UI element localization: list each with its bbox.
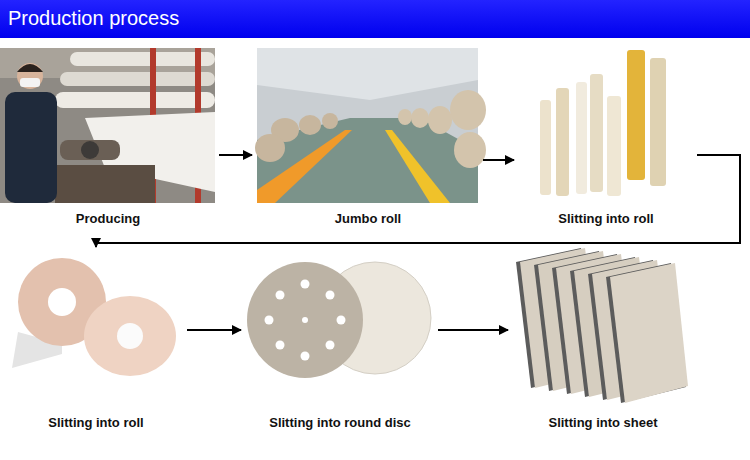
process-step: Slitting into sheet (512, 238, 694, 432)
rolls-photo (540, 50, 666, 196)
process-step: Slitting into roll (8, 250, 184, 432)
process-step: Jumbo roll (256, 46, 480, 228)
step-caption: Slitting into sheet (545, 415, 660, 432)
flow-arrow (187, 329, 241, 331)
sheets-photo (516, 248, 688, 403)
step-caption: Slitting into round disc (266, 415, 414, 432)
step-caption: Slitting into roll (555, 211, 656, 228)
flow-arrow (483, 159, 514, 161)
wide-rolls-photo (12, 258, 176, 376)
producing-photo (0, 48, 215, 203)
step-caption: Jumbo roll (332, 211, 404, 228)
process-step: Producing (0, 46, 216, 228)
warehouse-photo (255, 48, 486, 203)
process-step: Slitting into round disc (245, 250, 435, 432)
discs-photo (247, 262, 431, 378)
flow-arrow (219, 154, 252, 156)
flow-arrow (96, 155, 740, 247)
step-caption: Producing (73, 211, 143, 228)
step-caption: Slitting into roll (45, 415, 146, 432)
flow-arrow (438, 329, 508, 331)
process-step: Slitting into roll (518, 44, 694, 228)
title: Production process (8, 7, 179, 30)
